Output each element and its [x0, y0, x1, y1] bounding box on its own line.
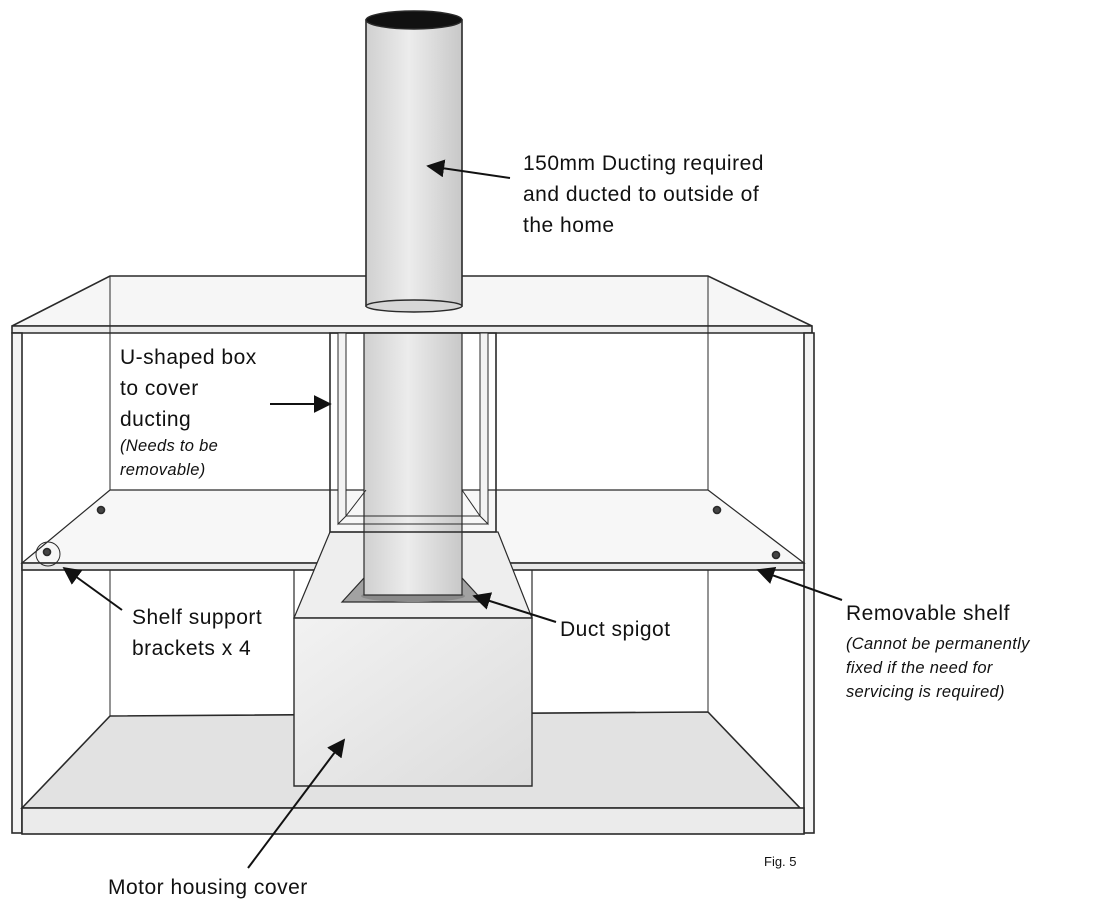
removable-shelf-label: Removable shelf	[846, 602, 1010, 625]
cabinet-top-edge	[11, 325, 813, 334]
cabinet-left-wall	[11, 332, 23, 834]
removable-shelf-note: (Cannot be permanently fixed if the need…	[846, 635, 1030, 701]
bracket-2	[96, 505, 106, 515]
u-box-note: (Needs to be removable)	[120, 437, 219, 479]
ducting-opening	[365, 10, 463, 30]
motor-housing-label: Motor housing cover	[108, 876, 308, 899]
shelf-support-label: Shelf support brackets x 4	[132, 606, 263, 660]
bracket-3	[712, 505, 722, 515]
figure-label: Fig. 5	[764, 854, 797, 869]
ducting-pipe	[365, 19, 463, 307]
motor-housing-front	[293, 617, 533, 787]
arrow-motor-housing	[247, 738, 346, 869]
bracket-highlight-circle	[35, 541, 61, 567]
cabinet-base-rail	[21, 807, 805, 835]
arrow-duct-spigot	[472, 592, 557, 623]
bracket-4	[771, 550, 781, 560]
arrow-removable-shelf	[756, 566, 843, 601]
cabinet-right-wall	[803, 332, 815, 834]
inner-duct	[363, 332, 463, 596]
arrow-shelf-support	[62, 566, 123, 611]
ducting-label: 150mm Ducting required and ducted to out…	[523, 152, 764, 237]
ducting-pipe-bottom	[365, 299, 463, 313]
u-box-label: U-shaped box to cover ducting	[120, 346, 257, 431]
duct-spigot-label: Duct spigot	[560, 618, 671, 641]
arrow-ducting	[426, 159, 511, 179]
bracket-1	[42, 547, 52, 557]
u-shaped-box	[329, 332, 497, 533]
